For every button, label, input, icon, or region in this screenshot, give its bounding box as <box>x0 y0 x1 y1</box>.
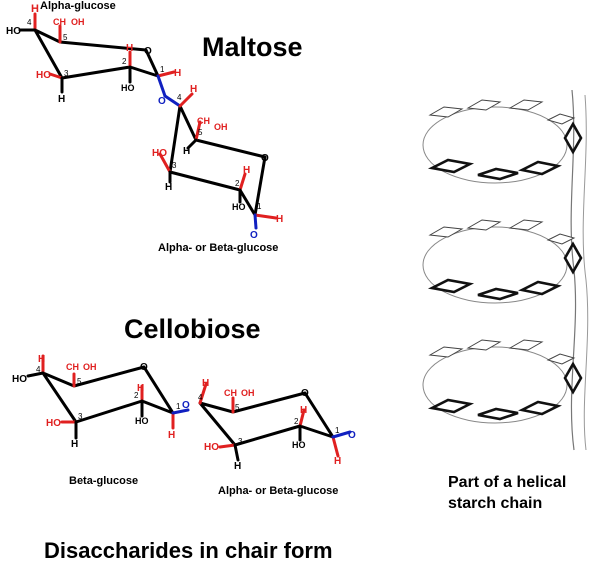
carbon-number: 5 <box>235 403 240 412</box>
maltose-top-label: Alpha-glucose <box>40 0 116 12</box>
cellobiose-ring-beta-glucose: H HO 4 CH OH 5 O 2 H 3 HO H HO 1 H O <box>12 354 190 450</box>
atom-oh: OH <box>83 362 97 372</box>
atom-h: H <box>31 3 39 15</box>
atom-h: H <box>300 405 307 416</box>
ring-oxygen: O <box>261 153 269 164</box>
carbon-number: 1 <box>176 402 181 411</box>
atom-ho: HO <box>12 374 27 385</box>
carbon-number: 1 <box>335 426 340 435</box>
maltose-bottom-label: Alpha- or Beta-glucose <box>158 242 278 254</box>
atom-h: H <box>126 43 133 54</box>
starch-caption-line2: starch chain <box>448 495 542 512</box>
starch-caption-line1: Part of a helical <box>448 474 566 491</box>
atom-ho: HO <box>135 416 149 426</box>
atom-ho: HO <box>292 440 306 450</box>
anomeric-oxygen: O <box>348 430 356 441</box>
cellobiose-left-label: Beta-glucose <box>69 475 138 487</box>
carbon-number: 4 <box>27 18 32 27</box>
carbon-number: 4 <box>198 393 203 402</box>
maltose-ring-alpha-or-beta-glucose: H 4 CH OH 5 H HO 3 H O 2 H HO 1 H O <box>152 84 283 241</box>
atom-oh: OH <box>71 17 85 27</box>
atom-ho: HO <box>36 70 51 81</box>
maltose-ring-alpha-glucose: H CH OH HO 4 5 3 2 1 O HO H H HO H O <box>6 3 182 108</box>
carbon-number: 4 <box>177 93 182 102</box>
carbon-number: 3 <box>64 69 69 78</box>
atom-h: H <box>234 461 241 472</box>
atom-h: H <box>243 165 250 176</box>
atom-ho: HO <box>121 83 135 93</box>
anomeric-oxygen: O <box>250 230 258 241</box>
carbon-number: 2 <box>235 179 240 188</box>
atom-ch: CH <box>197 116 210 126</box>
atom-oh: OH <box>214 122 228 132</box>
ring-oxygen: O <box>140 362 148 373</box>
atom-oh: OH <box>241 388 255 398</box>
atom-ho: HO <box>232 202 246 212</box>
atom-ch: CH <box>66 362 79 372</box>
atom-h: H <box>38 354 45 365</box>
cellobiose-right-label: Alpha- or Beta-glucose <box>218 485 338 497</box>
carbon-number: 3 <box>238 437 243 446</box>
carbon-number: 2 <box>134 391 139 400</box>
atom-ho: HO <box>204 442 219 453</box>
atom-h: H <box>168 430 175 441</box>
helix-turn <box>422 219 583 304</box>
atom-h: H <box>71 439 78 450</box>
atom-ho: HO <box>46 418 61 429</box>
figure-caption: Disaccharides in chair form <box>44 538 333 563</box>
carbon-number: 2 <box>122 57 127 66</box>
atom-h: H <box>334 456 341 467</box>
helical-starch-chain-illustration <box>422 89 589 451</box>
atom-ch: CH <box>53 17 66 27</box>
helix-turn <box>422 99 583 184</box>
atom-h: H <box>190 84 197 95</box>
atom-h: H <box>137 383 144 394</box>
helix-turn <box>422 339 583 424</box>
cellobiose-title: Cellobiose <box>124 314 261 344</box>
ring-oxygen: O <box>301 388 309 399</box>
carbon-number: 5 <box>198 128 203 137</box>
atom-h: H <box>58 94 65 105</box>
atom-ho: HO <box>152 148 167 159</box>
carbon-number: 3 <box>78 412 83 421</box>
atom-h: H <box>202 378 209 389</box>
carbon-number: 3 <box>172 161 177 170</box>
glycosidic-oxygen: O <box>158 96 166 107</box>
glycosidic-oxygen: O <box>182 400 190 411</box>
ring-oxygen: O <box>144 46 152 57</box>
atom-ch: CH <box>224 388 237 398</box>
atom-h: H <box>276 214 283 225</box>
carbon-number: 1 <box>257 202 262 211</box>
carbon-number: 2 <box>294 417 299 426</box>
atom-h: H <box>183 146 190 157</box>
carbon-number: 5 <box>63 33 68 42</box>
atom-h: H <box>165 182 172 193</box>
maltose-title: Maltose <box>202 32 303 62</box>
atom-ho: HO <box>6 26 21 37</box>
cellobiose-ring-alpha-or-beta-glucose: H 4 CH OH 5 O 2 H 3 HO H HO 1 H O <box>198 378 356 472</box>
carbon-number: 5 <box>77 377 82 386</box>
carbon-number: 4 <box>36 365 41 374</box>
atom-h: H <box>174 68 181 79</box>
carbon-number: 1 <box>160 65 165 74</box>
